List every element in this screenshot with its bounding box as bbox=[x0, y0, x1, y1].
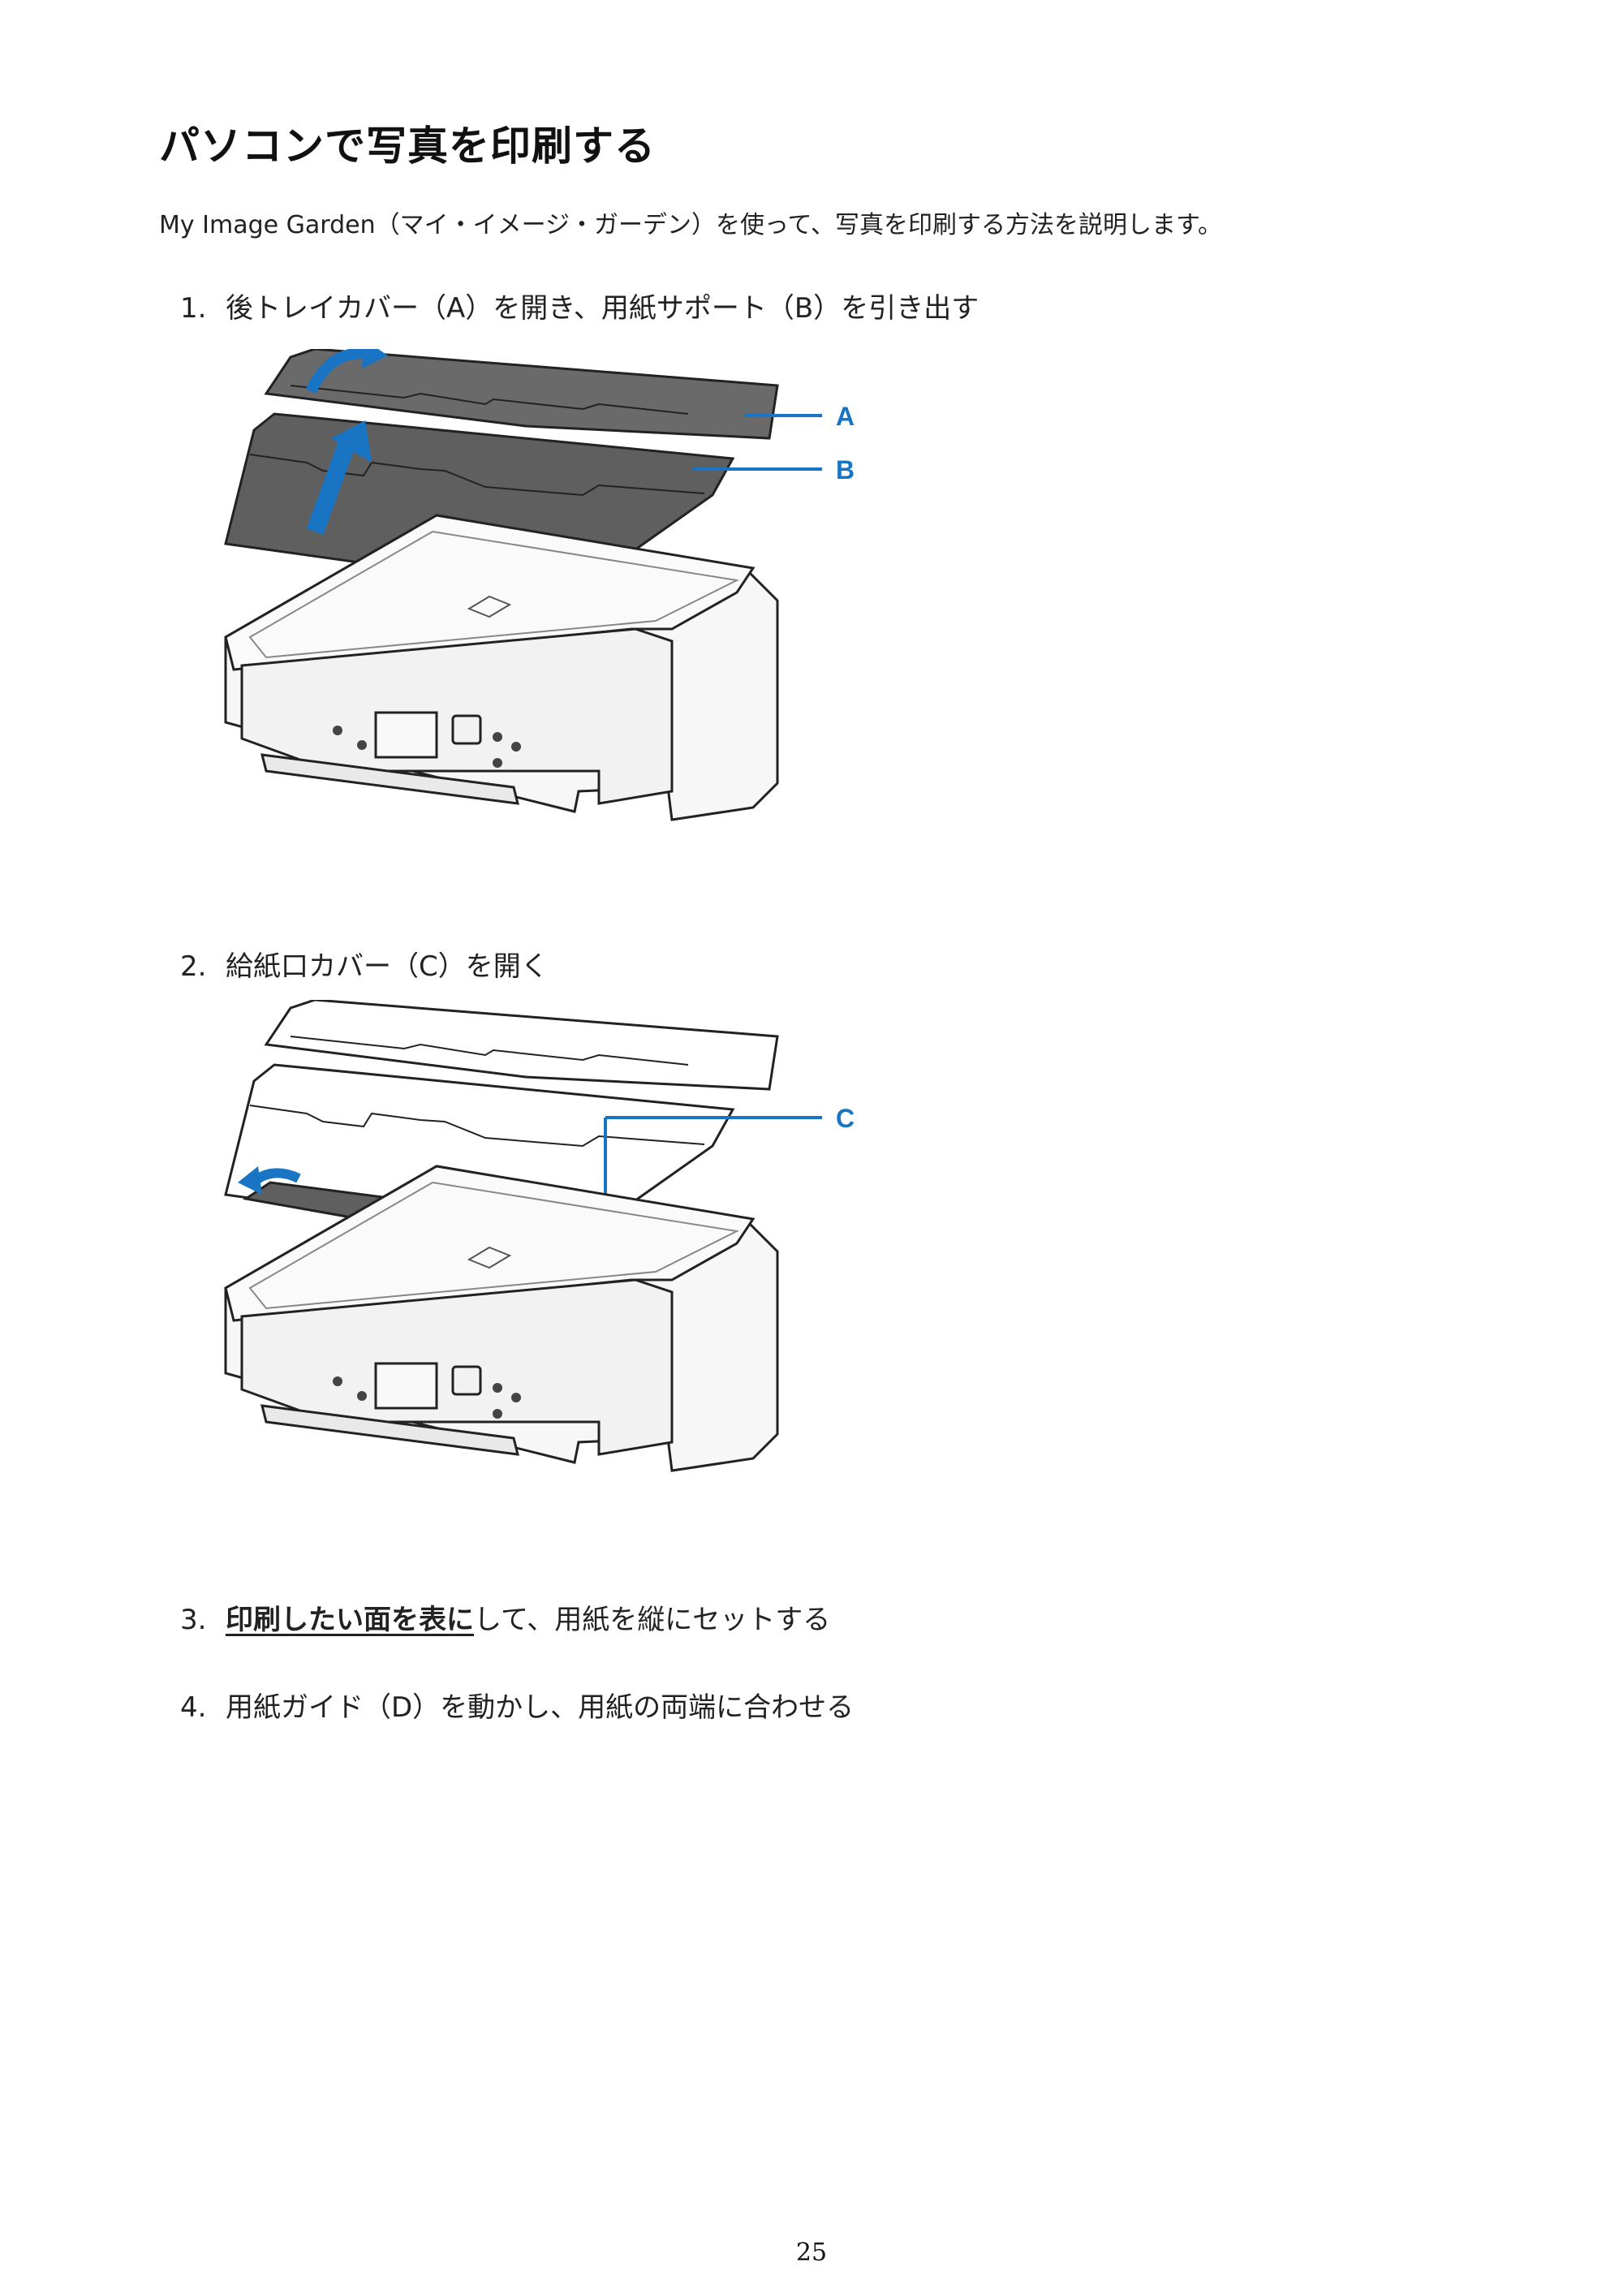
lcd-screen bbox=[374, 1362, 438, 1410]
step-1: 1. 後トレイカバー（A）を開き、用紙サポート（B）を引き出す bbox=[180, 286, 979, 325]
intro-text: My Image Garden（マイ・イメージ・ガーデン）を使って、写真を印刷す… bbox=[159, 211, 1223, 239]
label-c: C bbox=[836, 1104, 855, 1133]
arrow-pull-support-icon bbox=[306, 439, 356, 535]
label-b: B bbox=[836, 455, 855, 485]
step-text: 給紙口カバー（C）を開く bbox=[226, 950, 549, 983]
figure-open-rear-tray: A B bbox=[224, 349, 855, 821]
step-3: 3. 印刷したい面を表にして、用紙を縦にセットする bbox=[180, 1597, 830, 1637]
rear-tray-cover bbox=[264, 349, 779, 440]
step-number: 2. bbox=[180, 950, 207, 983]
step-number: 3. bbox=[180, 1604, 207, 1636]
step-2: 2. 給紙口カバー（C）を開く bbox=[180, 944, 549, 984]
step-number: 1. bbox=[180, 292, 207, 325]
page-title: パソコンで写真を印刷する bbox=[159, 123, 656, 170]
arrow-open-cover-icon bbox=[305, 349, 364, 394]
page-number: 25 bbox=[795, 2238, 828, 2267]
step-text: 後トレイカバー（A）を開き、用紙サポート（B）を引き出す bbox=[226, 292, 979, 325]
step-number: 4. bbox=[180, 1691, 207, 1724]
step-4: 4. 用紙ガイド（D）を動かし、用紙の両端に合わせる bbox=[180, 1685, 854, 1725]
lcd-screen bbox=[374, 711, 438, 759]
step-text: して、用紙を縦にセットする bbox=[474, 1604, 831, 1636]
step-emphasis: 印刷したい面を表に bbox=[226, 1604, 474, 1636]
step-text: 用紙ガイド（D）を動かし、用紙の両端に合わせる bbox=[226, 1691, 855, 1724]
figure-open-feed-slot-cover: C bbox=[224, 1000, 855, 1472]
label-a: A bbox=[836, 402, 855, 431]
